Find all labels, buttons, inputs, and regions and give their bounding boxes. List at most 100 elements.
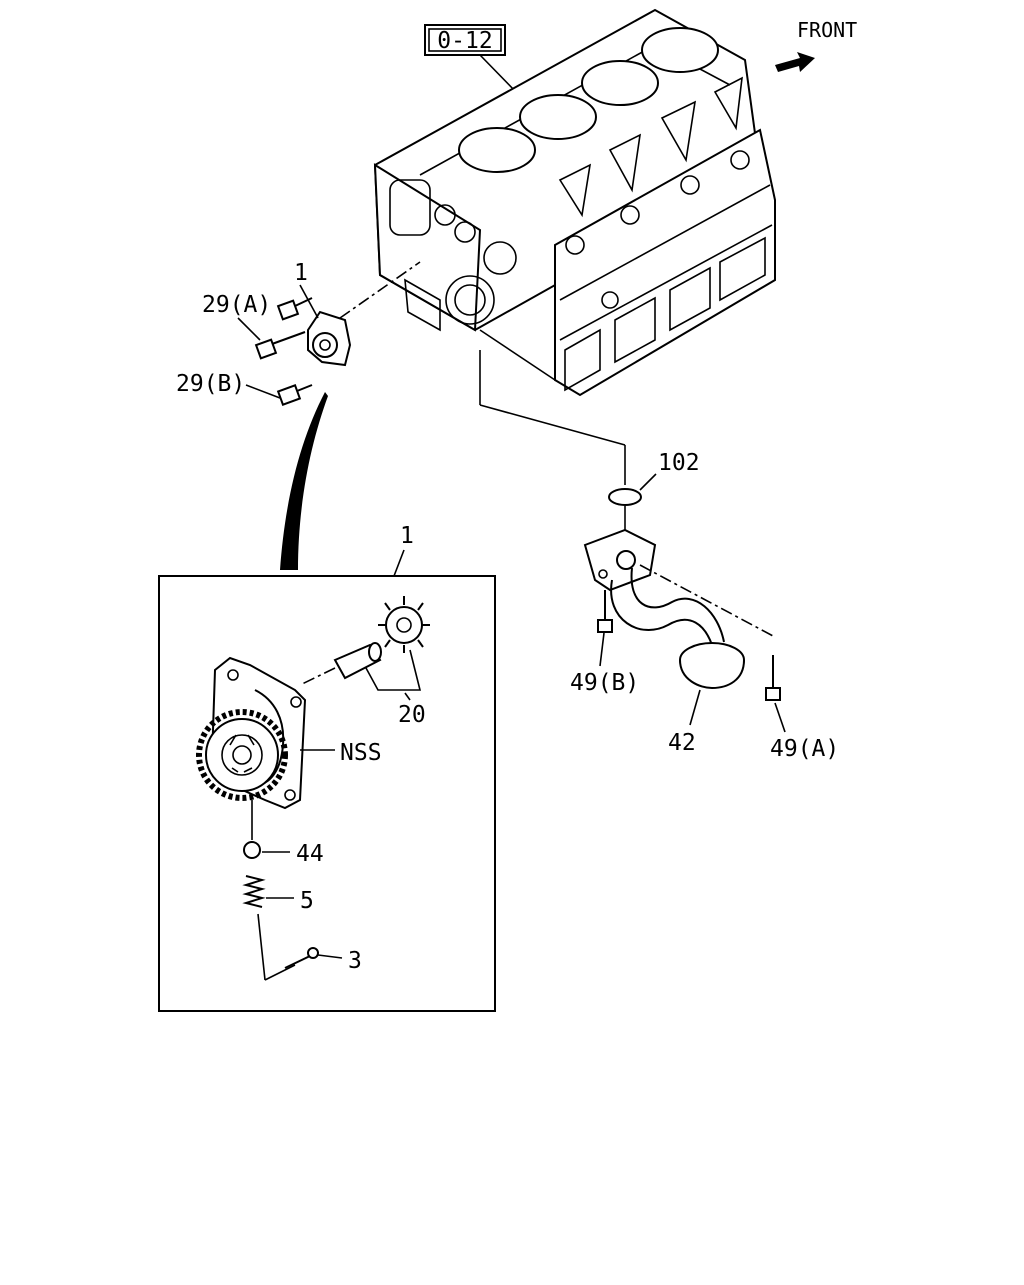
cylinder-bore-1 (458, 127, 536, 173)
bolt-29b-head (276, 299, 300, 321)
cylinder-bore-2 (519, 94, 597, 140)
crank-bore (445, 275, 495, 325)
cylinder-bore-4 (641, 27, 719, 73)
part-1-top-leader (299, 284, 319, 319)
part-42-leader (689, 689, 701, 726)
reference-box[interactable]: 0-12 (424, 24, 506, 56)
engine-block-side-rib (559, 184, 771, 301)
side-pocket-4 (719, 236, 766, 302)
strainer-leader-diagonal (479, 404, 626, 446)
drive-gear-20[interactable] (378, 596, 430, 653)
part-49a-leader (774, 702, 786, 733)
pump-gear-hub (232, 745, 252, 765)
front-arrow-icon (775, 52, 815, 72)
part-49b-leader (599, 632, 605, 667)
spring-5[interactable] (242, 875, 266, 908)
pump-gear-spokes (229, 734, 255, 773)
side-pocket-2 (614, 296, 656, 364)
bolt-49b-head (597, 619, 613, 633)
cylinder-bore-3 (581, 60, 659, 106)
bolt-49a[interactable] (765, 655, 781, 701)
oil-pump-mounted-hub (319, 339, 331, 351)
shaft-centerline (299, 667, 336, 686)
bolt-29a-shank (271, 331, 306, 345)
oil-pump-mounted[interactable] (307, 310, 352, 367)
part-3-leader (317, 954, 343, 959)
strainer-flange-port (616, 550, 636, 570)
pin-3[interactable] (284, 947, 319, 969)
part-1-box-leader (393, 549, 405, 577)
bolt-49b[interactable] (597, 590, 613, 633)
shaft-20[interactable] (333, 642, 382, 680)
drive-gear-teeth (378, 596, 430, 653)
bolt-29a[interactable] (254, 331, 306, 360)
oil-strainer-42[interactable] (583, 528, 745, 690)
detail-box (158, 575, 496, 1012)
pump-body-bolt-hole-3 (290, 696, 302, 708)
front-face-bolt-hole-2 (454, 221, 476, 243)
side-window-3 (713, 76, 743, 131)
front-face-opening (389, 179, 431, 236)
strainer-flange-bolt-hole (598, 569, 608, 579)
pump-gear-teeth (196, 709, 288, 801)
part-29b-leader (245, 384, 281, 399)
part-20-label: 20 (398, 702, 426, 728)
strainer-pipe-upper (610, 579, 713, 646)
side-window-1 (608, 133, 642, 193)
part-102-leader (639, 473, 657, 491)
part-102-label: 102 (658, 450, 700, 476)
engine-block-front-face (373, 163, 482, 332)
bolt-29b-head-lower (276, 384, 302, 406)
block-bottom-edge (479, 329, 556, 381)
pump-gear[interactable] (196, 709, 288, 801)
part-29a-leader (237, 317, 261, 341)
o-ring-102[interactable] (608, 488, 642, 506)
part-49a-label: 49(A) (770, 736, 839, 762)
side-window-4 (558, 163, 592, 218)
reference-box-inner-frame (428, 28, 502, 52)
side-window-2 (660, 100, 697, 163)
part-49b-label: 49(B) (570, 670, 639, 696)
core-hole-5 (601, 291, 619, 309)
ball-44[interactable] (243, 841, 261, 859)
core-hole-3 (680, 175, 700, 195)
pump-gear-web (221, 734, 263, 776)
bolt-49a-head (765, 687, 781, 701)
bolt-29b-shank-lower (296, 384, 313, 392)
strainer-pipe-lower (630, 567, 725, 643)
bolt-29b[interactable] (276, 297, 313, 321)
part-44-label: 44 (296, 841, 324, 867)
pin-shank (284, 955, 311, 969)
spring-coils (242, 875, 266, 908)
pump-gear-rim (205, 718, 279, 792)
pump-mount-centerline (339, 261, 421, 319)
bolt-29a-head (254, 338, 278, 360)
pin-head (307, 947, 319, 959)
crank-bore-inner (454, 284, 486, 316)
o-ring-outer (608, 488, 642, 506)
core-hole-4 (730, 150, 750, 170)
ball-body (243, 841, 261, 859)
engine-block-side-rib-2 (559, 224, 773, 341)
reference-box-frame (424, 24, 506, 56)
part-3-label: 3 (348, 948, 362, 974)
drive-gear-body (385, 606, 423, 644)
part-1-box-label: 1 (400, 523, 414, 549)
core-hole-2 (620, 205, 640, 225)
engine-block (373, 8, 776, 397)
pump-body-bolt-hole-1 (227, 669, 239, 681)
spring-pin-bracket-horizontal (264, 964, 296, 981)
spring-pin-bracket-vertical (257, 913, 266, 981)
bolt-49a-centerline (639, 564, 774, 637)
reference-box-label: 0-12 (437, 28, 492, 54)
reference-leader-line (479, 54, 518, 94)
strainer-screen-bowl (679, 659, 745, 690)
part-20-bracket (365, 649, 422, 691)
part-29b-label: 29(B) (176, 371, 245, 397)
part-nss-label: NSS (340, 740, 382, 766)
core-hole-1 (565, 235, 585, 255)
front-face-lower-pocket (404, 278, 441, 332)
part-20-leader (404, 692, 411, 701)
side-pocket-3 (669, 266, 711, 332)
